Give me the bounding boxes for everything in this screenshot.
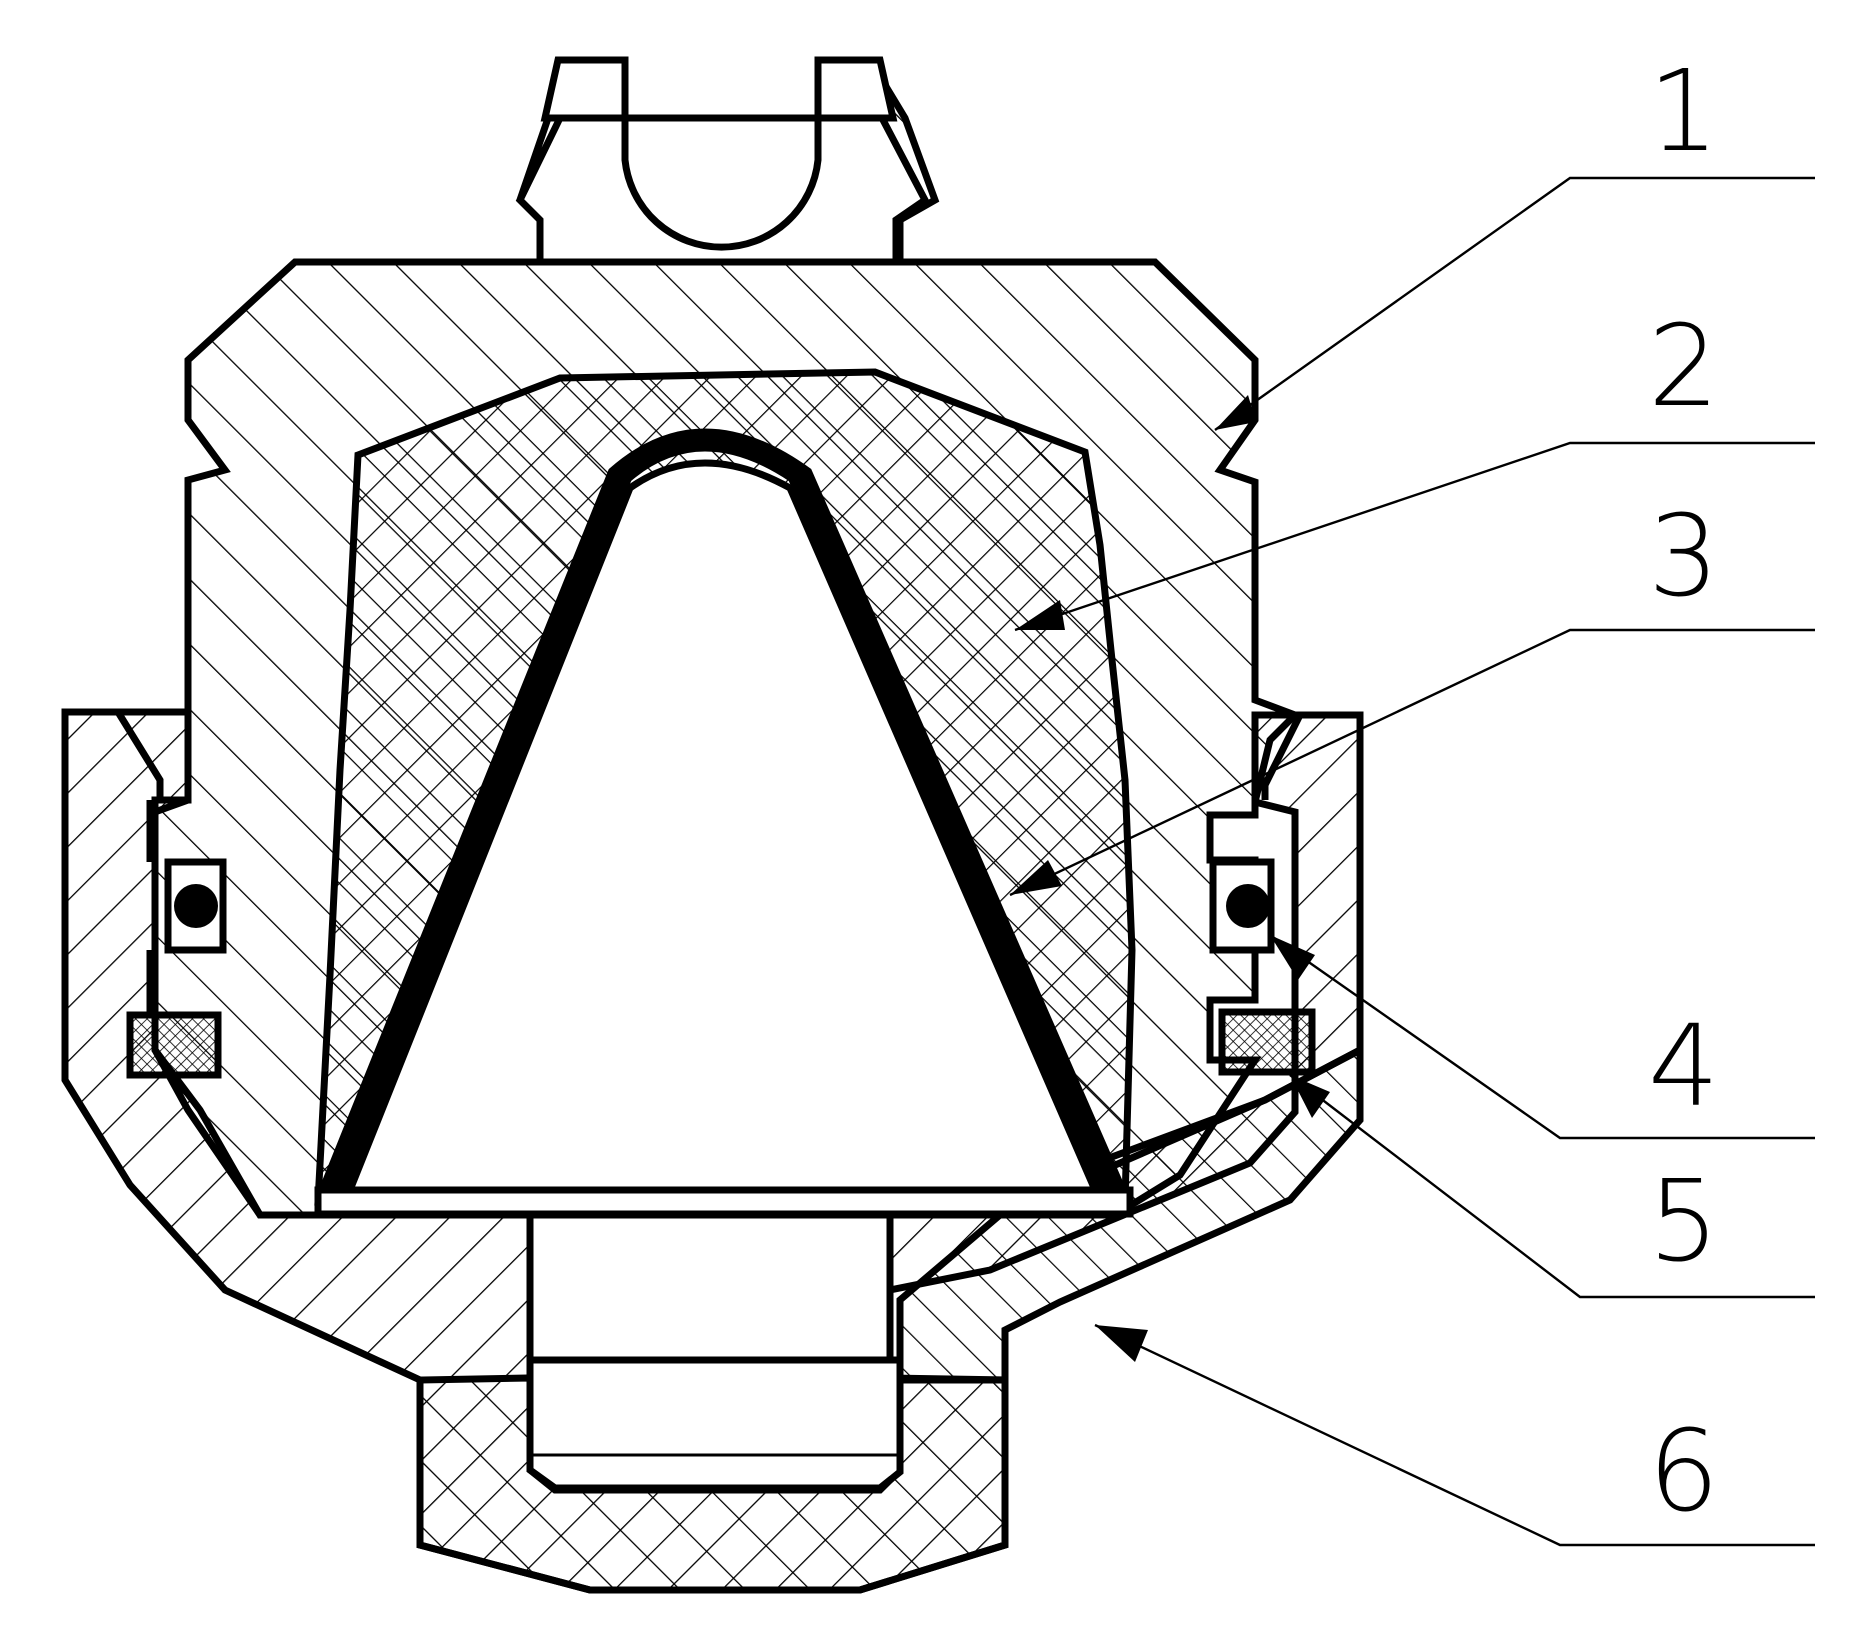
label-2: 2	[1648, 302, 1719, 432]
leader-5	[1289, 1074, 1815, 1299]
left-oring-part-4	[174, 884, 218, 928]
leader-6	[1094, 1323, 1815, 1547]
leader-2-arrow	[1015, 600, 1065, 630]
right-oring-part-4	[1226, 884, 1270, 928]
leader-3-arrow	[1010, 860, 1062, 895]
right-seal-part-5	[1218, 1008, 1316, 1076]
label-3: 3	[1648, 492, 1719, 622]
top-slot	[621, 114, 822, 251]
leader-1	[1214, 176, 1815, 431]
leader-6-arrow	[1095, 1325, 1148, 1362]
nozzle-bore	[526, 1356, 904, 1492]
leader-2	[1014, 441, 1815, 632]
inner-cone-cavity	[344, 459, 1101, 1194]
label-5: 5	[1648, 1157, 1719, 1287]
label-1: 1	[1648, 47, 1719, 177]
left-shell-chamfer	[115, 710, 164, 800]
left-seal-part-5	[126, 1011, 222, 1079]
leader-4-arrow	[1270, 935, 1315, 980]
leader-5-arrow	[1290, 1075, 1330, 1118]
leader-4	[1269, 934, 1815, 1140]
leader-lines	[1009, 176, 1815, 1547]
leader-3	[1009, 628, 1815, 897]
leader-1-arrow	[1215, 395, 1256, 430]
label-6: 6	[1648, 1407, 1719, 1537]
label-4: 4	[1648, 1002, 1719, 1132]
top-tooth-left	[540, 56, 629, 122]
base-plate	[314, 1186, 1134, 1218]
right-shell-chamfer	[1261, 713, 1304, 800]
top-tooth-right	[814, 56, 898, 122]
